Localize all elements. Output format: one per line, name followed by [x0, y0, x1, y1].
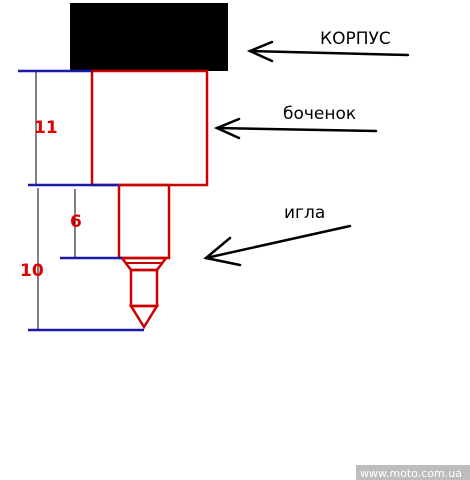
dim-label-needle: 10: [20, 261, 44, 281]
arrow-to-needle: [203, 224, 352, 267]
barrel-outline: [90, 69, 209, 187]
body-block: [70, 3, 228, 71]
label-barrel: боченок: [283, 104, 356, 124]
dim-label-shank: 6: [70, 212, 82, 232]
pointer-arrows: [203, 40, 410, 267]
needle-tip-point: [128, 304, 160, 330]
label-needle: игла: [284, 203, 325, 223]
dimension-lines: [18, 69, 144, 332]
dim-label-barrel: 11: [34, 118, 58, 138]
arrow-to-barrel: [213, 117, 378, 140]
label-body: КОРПУС: [320, 29, 391, 49]
needle-shank: [117, 183, 171, 260]
extension-lines: [35, 72, 76, 330]
arrow-to-body: [246, 40, 410, 63]
watermark-text: www.moto.com.ua: [360, 467, 462, 480]
needle-tip-body: [129, 268, 159, 308]
watermark: www.moto.com.ua: [356, 465, 470, 480]
